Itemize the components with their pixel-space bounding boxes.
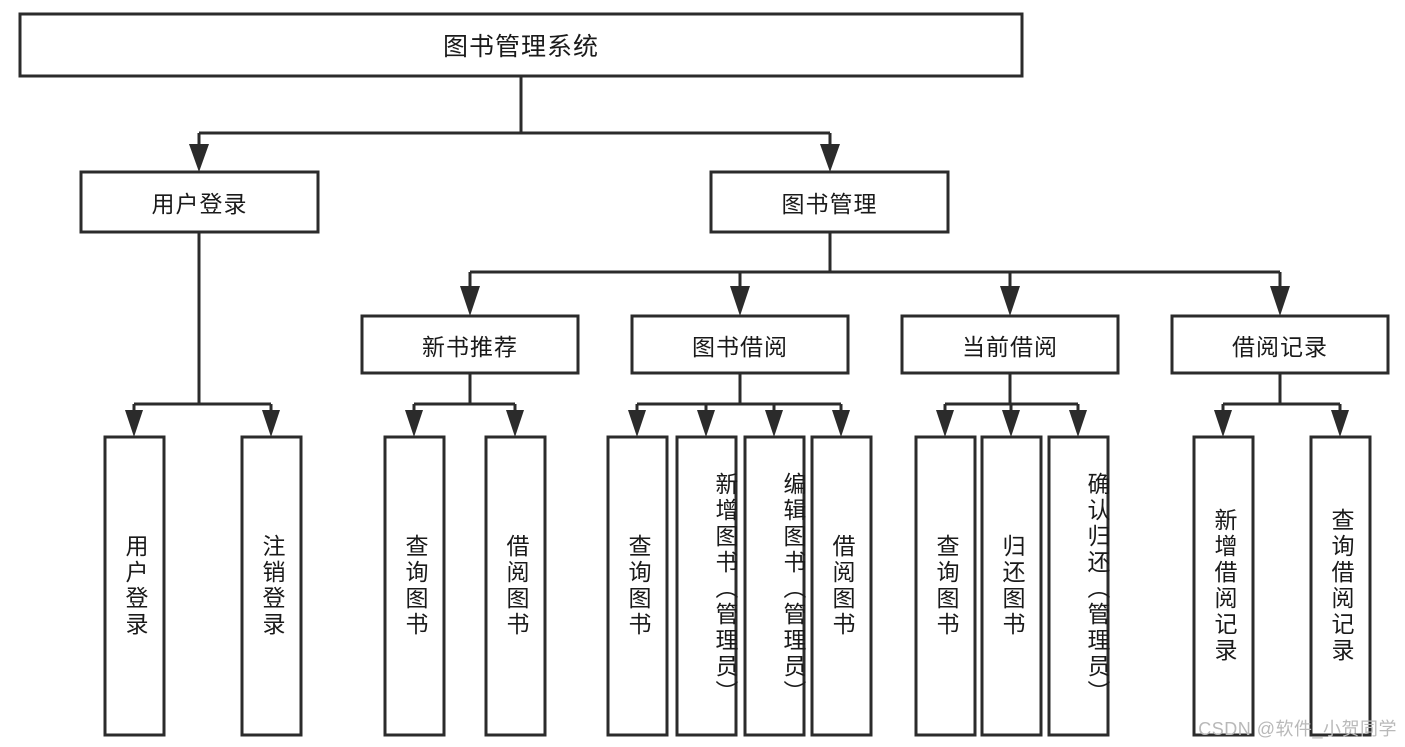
arrow-head-leaf-query-book-1 [405,410,423,437]
node-box-leaf-logout-login[interactable] [240,435,303,737]
arrow-head-leaf-query-book-2 [628,410,646,437]
node-box-leaf-query-book-1[interactable] [383,435,446,737]
arrow-head-borrow-record [1270,286,1290,316]
arrow-head-leaf-query-record [1331,410,1349,437]
arrow-head-leaf-logout-login [262,410,280,437]
arrow-head-leaf-add-record [1214,410,1232,437]
connector-group-new-book-rec [405,373,524,437]
connector-group-book-manage [460,232,1290,316]
connector-group-borrow-record [1214,373,1349,437]
node-box-leaf-borrow-book-2[interactable] [810,435,873,737]
node-box-current-borrow[interactable] [900,314,1120,375]
watermark-text: CSDN @软件_小贺同学 [1198,719,1397,739]
arrow-head-user-login [189,144,209,172]
node-box-new-book-rec[interactable] [360,314,580,375]
node-box-leaf-add-record[interactable] [1192,435,1255,737]
connector-group-current-borrow [936,373,1087,437]
connector-group-book-borrow [628,373,850,437]
node-box-leaf-confirm-return[interactable] [1047,435,1110,737]
node-box-root[interactable] [18,12,1024,78]
node-box-leaf-return-book[interactable] [980,435,1043,737]
node-box-leaf-add-book[interactable] [675,435,738,737]
node-box-leaf-query-record[interactable] [1309,435,1372,737]
node-box-leaf-user-login[interactable] [103,435,166,737]
node-box-borrow-record[interactable] [1170,314,1390,375]
arrow-head-leaf-confirm-return [1069,410,1087,437]
connector-group-user-login [125,232,280,437]
arrow-head-current-borrow [1000,286,1020,316]
node-box-leaf-query-book-3[interactable] [914,435,977,737]
arrow-head-leaf-return-book [1002,410,1020,437]
arrow-head-book-manage [820,144,840,172]
node-box-leaf-edit-book[interactable] [743,435,806,737]
connector-group-root [189,77,840,172]
arrow-head-leaf-user-login [125,410,143,437]
arrow-head-book-borrow [730,286,750,316]
arrow-head-leaf-borrow-book-1 [506,410,524,437]
arrow-head-leaf-add-book [697,410,715,437]
node-box-leaf-borrow-book-1[interactable] [484,435,547,737]
arrow-head-leaf-query-book-3 [936,410,954,437]
node-box-leaf-query-book-2[interactable] [606,435,669,737]
arrow-head-leaf-borrow-book-2 [832,410,850,437]
node-box-book-manage[interactable] [709,170,950,234]
node-box-user-login[interactable] [79,170,320,234]
arrow-head-leaf-edit-book [765,410,783,437]
node-box-book-borrow[interactable] [630,314,850,375]
arrow-head-new-book-rec [460,286,480,316]
